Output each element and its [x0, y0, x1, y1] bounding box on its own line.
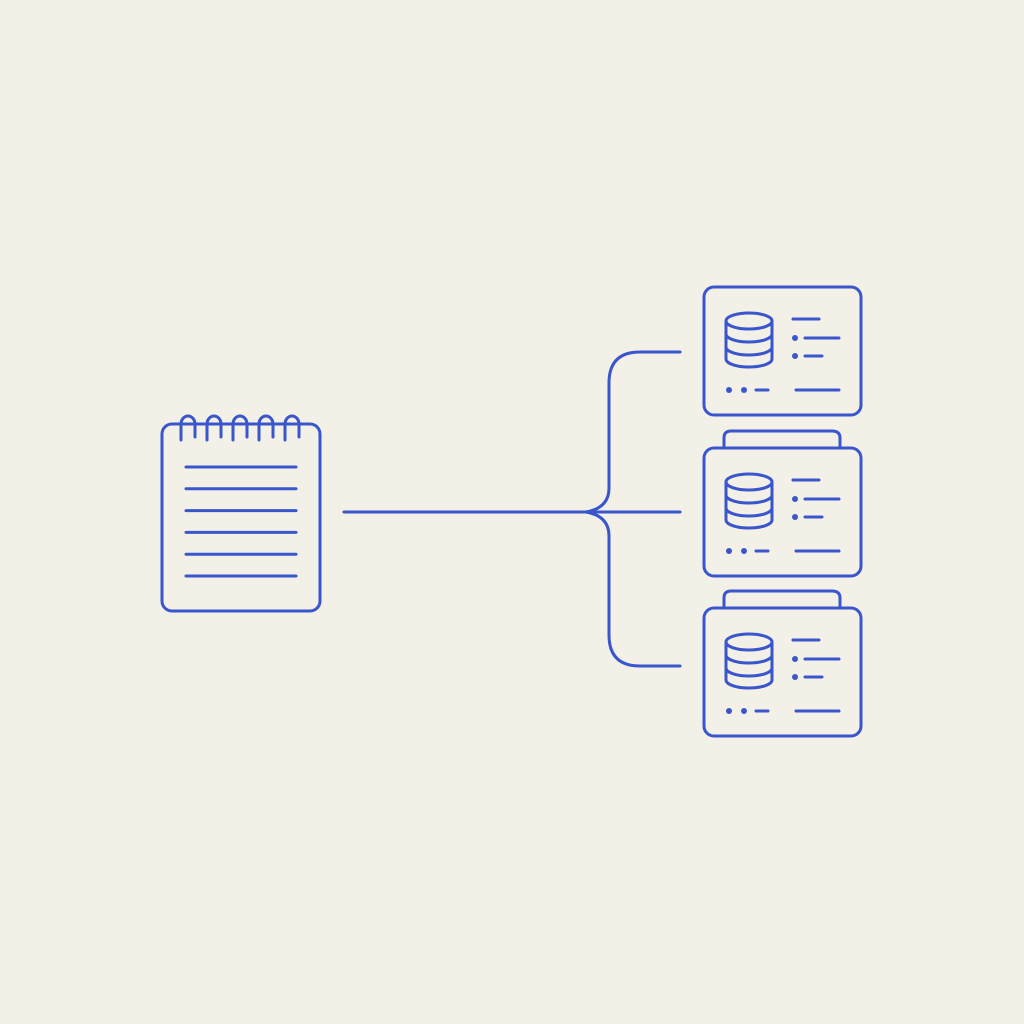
card-footer-dot	[741, 548, 747, 554]
card-bullet	[792, 656, 798, 662]
database-icon	[724, 632, 774, 690]
card-bullet	[792, 496, 798, 502]
card-footer-dot	[741, 708, 747, 714]
database-band	[724, 653, 774, 665]
database-cards	[702, 285, 863, 738]
branching-connector	[342, 350, 682, 668]
database-card-1	[702, 285, 863, 417]
connector-branch-top	[584, 350, 682, 514]
database-icon	[724, 311, 774, 369]
notepad-ring	[179, 414, 197, 442]
card-bullet	[792, 335, 798, 341]
card-bullet	[792, 353, 798, 359]
card-footer-dot	[726, 548, 732, 554]
card-stack-tab	[722, 429, 842, 450]
connector-branch-bottom	[584, 510, 682, 668]
database-top	[724, 472, 774, 492]
database-band	[724, 493, 774, 505]
card-frame	[702, 606, 863, 738]
database-icon	[724, 472, 774, 530]
notepad-text-lines	[184, 465, 298, 578]
card-stack-tab	[722, 589, 842, 610]
card-footer-dot	[726, 387, 732, 393]
database-band	[724, 666, 774, 678]
database-top	[724, 632, 774, 652]
database-body	[724, 480, 774, 530]
notepad-icon	[160, 414, 322, 613]
database-card-2	[702, 429, 863, 578]
notepad-ring	[231, 414, 249, 442]
database-band	[724, 506, 774, 518]
card-frame	[702, 446, 863, 578]
database-body	[724, 319, 774, 369]
card-footer-dot	[726, 708, 732, 714]
database-band	[724, 332, 774, 344]
notepad-rings	[179, 414, 301, 442]
database-top	[724, 311, 774, 331]
notepad-ring	[205, 414, 223, 442]
database-card-3	[702, 589, 863, 738]
notepad-ring	[257, 414, 275, 442]
card-bullet	[792, 514, 798, 520]
notepad-body	[160, 422, 322, 613]
card-footer-dot	[741, 387, 747, 393]
notepad-ring	[283, 414, 301, 442]
database-band	[724, 345, 774, 357]
card-bullet	[792, 674, 798, 680]
database-body	[724, 640, 774, 690]
card-frame	[702, 285, 863, 417]
